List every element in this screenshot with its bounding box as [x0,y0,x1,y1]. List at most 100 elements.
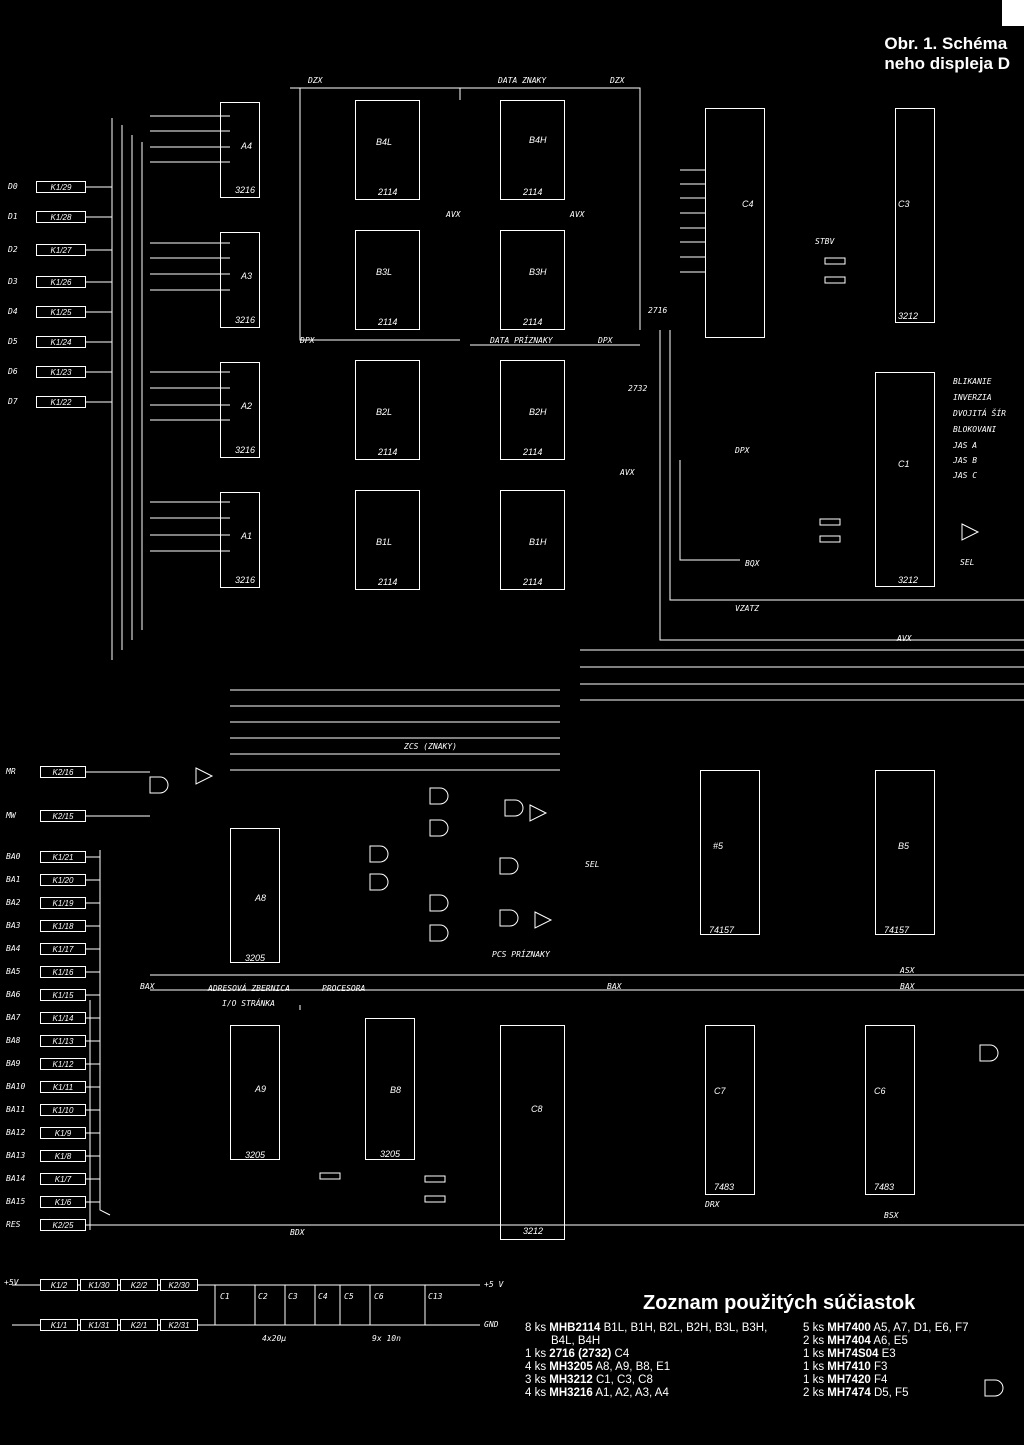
chip-c3-type: 3212 [898,311,919,321]
chip-c7-type: 7483 [714,1182,735,1192]
chip-c6: C6 7483 [865,1025,915,1195]
connector-pin: K1/15 [40,989,86,1001]
chip-c1-type: 3212 [898,575,919,585]
label-io-stranka: I/O STRÁNKA [222,999,275,1008]
power-pin: K2/30 [160,1279,198,1291]
parts-row: 1 ks MH74S04 E3 [803,1348,969,1361]
parts-where: D5, F5 [873,1387,909,1399]
label-sel-2: SEL [960,558,975,567]
connector-pin: K1/22 [36,396,86,408]
figure-title: Obr. 1. Schéma neho displeja D [884,34,1010,74]
dzx-bus [290,87,461,100]
connector-pin: K1/11 [40,1081,86,1093]
label-asx: ASX [900,966,915,975]
connector-signal: BA6 [6,990,21,999]
connector-signal: D3 [8,277,18,286]
connector-signal: BA2 [6,898,21,907]
chip-a4-label: A4 [241,141,253,151]
chip-b1l-label: B1L [376,537,393,547]
chip-a1-label: A1 [241,531,253,541]
connector-pin: K1/29 [36,181,86,193]
connector-signal: BA5 [6,967,21,976]
chip-a8-label: A8 [255,893,267,903]
label-bdx: BDX [290,1228,305,1237]
parts-qty: 5 ks [803,1322,825,1334]
connector-pin: K1/17 [40,943,86,955]
chip-a8-type: 3205 [245,953,266,963]
connector-pin: K1/8 [40,1150,86,1162]
chip-a2-type: 3216 [235,445,256,455]
chip-a2: A2 3216 [220,362,260,458]
label-dpx-3: DPX [735,446,750,455]
parts-type: MH3212 [549,1374,593,1386]
chip-c6-type: 7483 [874,1182,895,1192]
connector-signal: BA3 [6,921,21,930]
parts-qty: 1 ks [803,1361,825,1373]
connector-signal: D5 [8,337,18,346]
chip-c8-label: C8 [531,1104,543,1114]
parts-type: MHB2114 [549,1322,601,1334]
parts-qty: 1 ks [525,1348,547,1360]
parts-where: A6, E5 [873,1335,908,1347]
connector-pin: K2/25 [40,1219,86,1231]
power-pin: K2/2 [120,1279,158,1291]
output-signal: JAS A [953,441,978,450]
connector-pin: K1/13 [40,1035,86,1047]
parts-where: E3 [881,1348,896,1360]
power-pin: K1/2 [40,1279,78,1291]
chip-b2l-type: 2114 [378,447,398,457]
connector-signal: D1 [8,212,18,221]
label-bax-left: BAX [140,982,155,991]
label-dzx-right: DZX [610,76,625,85]
connector-pin: K1/20 [40,874,86,886]
chip-b4h-label: B4H [529,135,547,145]
connector-pin: K1/7 [40,1173,86,1185]
connector-pin: K1/24 [36,336,86,348]
connector-pin: K1/25 [36,306,86,318]
label-avx-4: AVX [897,634,912,643]
output-signal: DVOJITÁ ŠÍR [953,409,1006,418]
connector-pin: K2/16 [40,766,86,778]
parts-type: MH74S04 [827,1348,879,1360]
capacitor-label: C1 [220,1292,230,1301]
parts-qty: 2 ks [803,1335,825,1347]
output-signal: INVERZIA [953,393,992,402]
cap-note-1: 4x20µ [262,1334,287,1343]
capacitor-label: C13 [428,1292,443,1301]
parts-row: 1 ks MH7410 F3 [803,1361,969,1374]
chip-c7-label: C7 [714,1086,726,1096]
label-dzx-left: DZX [308,76,323,85]
connector-signal: BA1 [6,875,21,884]
chip-b1l-type: 2114 [378,577,398,587]
chip-c4-label: C4 [742,199,754,209]
label-data-znaky: DATA ZNAKY [498,76,547,85]
chip-a2-label: A2 [241,401,253,411]
connector-signal: BA4 [6,944,21,953]
connector-pin: K1/18 [40,920,86,932]
parts-type: 2716 (2732) [549,1348,612,1360]
power-pin: K2/31 [160,1319,198,1331]
parts-list-left: 8 ks MHB2114 B1L, B1H, B2L, B2H, B3L, B3… [525,1322,767,1400]
connector-pin: K1/9 [40,1127,86,1139]
chip-a3-type: 3216 [235,315,256,325]
chip-c6-label: C6 [874,1086,886,1096]
connector-pin: K1/14 [40,1012,86,1024]
connector-signal: MW [6,811,16,820]
parts-row: 5 ks MH7400 A5, A7, D1, E6, F7 [803,1322,969,1335]
connector-pin: K1/21 [40,851,86,863]
connector-pin: K1/19 [40,897,86,909]
parts-where: A8, A9, B8, E1 [595,1361,671,1373]
power-pin: K1/1 [40,1319,78,1331]
connector-pin: K1/28 [36,211,86,223]
